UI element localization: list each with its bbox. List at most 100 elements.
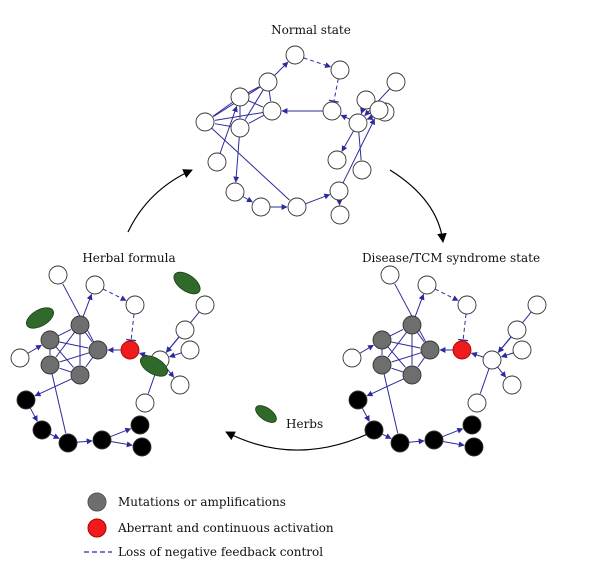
edge-i-f — [340, 114, 351, 121]
edge-i-f — [470, 352, 484, 358]
edge-b-g — [414, 293, 425, 317]
legend-mutation-swatch — [87, 492, 107, 512]
node-downstream-r — [58, 433, 78, 453]
edge-a-c — [58, 341, 89, 349]
edge-d-e — [391, 367, 404, 373]
edge-r-s — [76, 438, 93, 445]
herb-leaf-icon — [140, 355, 168, 377]
edge-i-n — [497, 366, 507, 378]
legend-mutation-label: Mutations or amplifications — [118, 495, 286, 509]
node-normal-s — [329, 181, 349, 201]
node-normal-o — [207, 152, 227, 172]
node-normal-u — [369, 100, 389, 120]
node-normal-l — [180, 340, 200, 360]
node-normal-j — [175, 320, 195, 340]
edge-g-h — [303, 57, 332, 68]
node-normal-c — [262, 101, 282, 121]
edge-g-h — [102, 288, 127, 301]
edge-o-a — [359, 344, 374, 354]
normal-state-title: Normal state — [271, 23, 351, 37]
edge-i-m — [358, 131, 362, 161]
node-normal-o — [10, 348, 30, 368]
herb-leaf-icon — [173, 271, 201, 295]
node-mutation-a — [372, 330, 392, 350]
edge-c-d — [417, 357, 426, 368]
node-normal-r — [287, 197, 307, 217]
node-normal-g — [285, 45, 305, 65]
inhibition-bar — [328, 99, 339, 103]
node-mutation-e — [372, 355, 392, 375]
edge-r-s — [408, 438, 425, 445]
node-normal-g — [417, 275, 437, 295]
edge-a-c — [390, 341, 421, 349]
edge-b-c — [416, 332, 425, 343]
node-downstream-s — [92, 430, 112, 450]
herbs-label-group: Herbs — [255, 405, 323, 431]
node-normal-a — [230, 87, 250, 107]
node-mutation-a — [40, 330, 60, 350]
edge-a-b — [247, 86, 260, 94]
edge-l-i — [168, 352, 182, 358]
node-downstream-u — [464, 437, 484, 457]
edge-e-r — [383, 373, 399, 434]
edge-a-c — [248, 100, 264, 108]
node-aberrant-f — [452, 340, 472, 360]
edge-q-r — [49, 433, 60, 439]
node-downstream-r — [390, 433, 410, 453]
cycle-arrow-to-herbal — [225, 427, 381, 451]
node-normal-t — [330, 205, 350, 225]
node-downstream-u — [132, 437, 152, 457]
edge-b-g — [82, 293, 93, 317]
node-normal-v — [48, 265, 68, 285]
node-normal-p — [225, 182, 245, 202]
cycle-arrow-to-disease — [389, 169, 447, 243]
edge-b-c — [268, 90, 272, 102]
herbs-label: Herbs — [286, 417, 323, 431]
node-normal-k — [386, 72, 406, 92]
edge-s-t — [110, 427, 132, 438]
disease-state-network — [342, 265, 547, 457]
node-normal-h — [125, 295, 145, 315]
edge-b-e — [55, 331, 75, 358]
edge-c-e — [391, 352, 422, 363]
edge-p-q — [242, 196, 253, 203]
edge-d-e — [214, 123, 232, 127]
node-normal-o — [342, 348, 362, 368]
legend-aberrant-label: Aberrant and continuous activation — [117, 521, 334, 535]
node-downstream-t — [462, 415, 482, 435]
cycle-arrow-to-normal — [127, 169, 193, 233]
edge-l-i — [500, 352, 514, 358]
edge-a-b — [389, 329, 404, 337]
node-downstream-q — [364, 420, 384, 440]
herbal-formula-title: Herbal formula — [82, 251, 175, 265]
edge-b-e — [387, 331, 408, 358]
node-normal-n — [170, 375, 190, 395]
node-mutation-b — [70, 315, 90, 335]
node-downstream-s — [424, 430, 444, 450]
node-normal-q — [251, 197, 271, 217]
normal-state-network — [195, 45, 406, 225]
node-normal-j — [356, 90, 376, 110]
node-mutation-e — [40, 355, 60, 375]
edge-h-f — [130, 313, 135, 341]
herb-leaf-icon — [255, 405, 277, 423]
edge-s-u — [110, 441, 133, 448]
node-normal-m — [352, 160, 372, 180]
node-normal-f — [322, 101, 342, 121]
node-normal-e — [195, 112, 215, 132]
edge-h-f — [333, 78, 339, 102]
edge-c-v — [394, 283, 427, 343]
edge-p-q — [361, 407, 370, 422]
legend-aberrant-swatch — [87, 518, 107, 538]
edge-c-d — [248, 114, 265, 124]
node-normal-g — [85, 275, 105, 295]
edge-b-g — [274, 61, 289, 76]
edge-s-t — [442, 427, 464, 438]
edge-a-d — [55, 346, 74, 368]
edge-q-r — [381, 433, 392, 439]
node-mutation-d — [402, 365, 422, 385]
edge-i-m — [479, 368, 490, 394]
node-normal-b — [258, 72, 278, 92]
node-downstream-p — [16, 390, 36, 410]
